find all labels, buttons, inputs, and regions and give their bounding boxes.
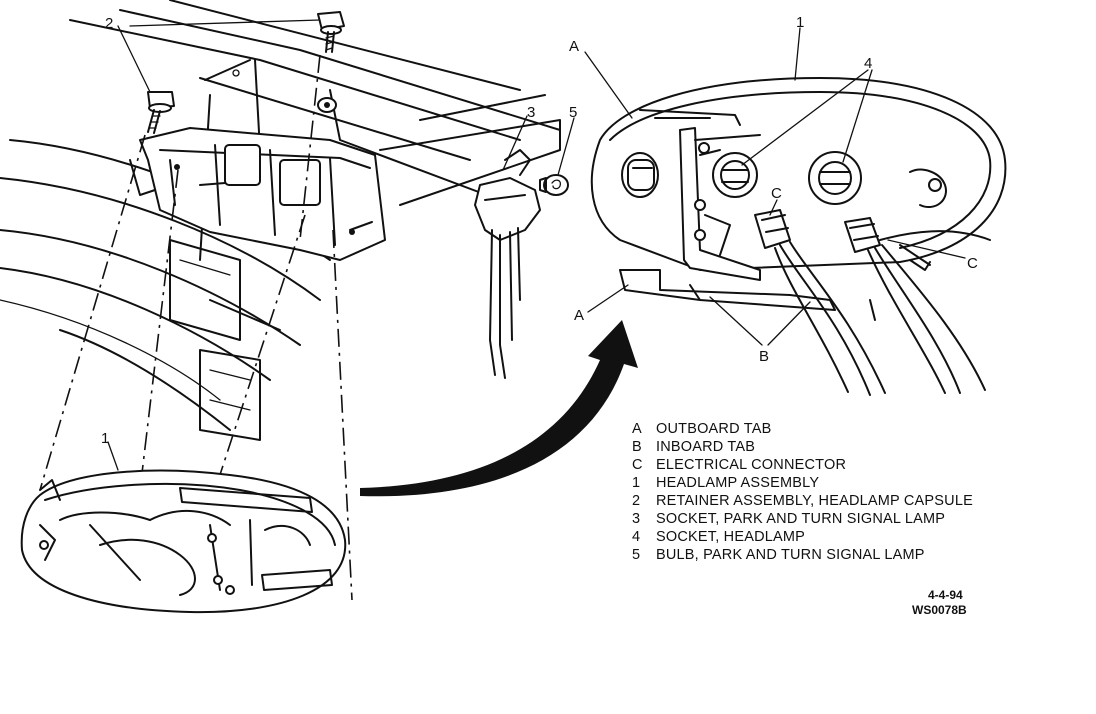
legend-key: B (632, 439, 642, 455)
legend-item: 5 BULB, PARK AND TURN SIGNAL LAMP (632, 546, 973, 564)
legend-text: INBOARD TAB (656, 439, 756, 455)
date-code: 4-4-94 (928, 588, 963, 602)
legend-item: A OUTBOARD TAB (632, 420, 973, 438)
callout-headlamp-assembly-left: 1 (101, 430, 109, 447)
callout-park-turn-bulb: 5 (569, 104, 577, 121)
callout-inboard-tab: B (759, 348, 769, 365)
retainer-screw (147, 91, 175, 134)
direction-arrow (360, 320, 638, 497)
headlamp-assembly-left (20, 469, 347, 614)
callout-headlamp-socket: 4 (864, 55, 872, 72)
legend-item: 2 RETAINER ASSEMBLY, HEADLAMP CAPSULE (632, 492, 973, 510)
callout-park-turn-socket: 3 (527, 104, 535, 121)
legend-item: C ELECTRICAL CONNECTOR (632, 456, 973, 474)
park-turn-bulb (539, 174, 569, 196)
legend-key: 4 (632, 529, 641, 545)
legend-key: 2 (632, 493, 641, 509)
legend-key: A (632, 421, 642, 437)
legend-key: 5 (632, 547, 641, 563)
callout-retainer-screws: 2 (105, 15, 113, 32)
legend-item: 1 HEADLAMP ASSEMBLY (632, 474, 973, 492)
legend-text: SOCKET, PARK AND TURN SIGNAL LAMP (656, 511, 946, 527)
legend-key: C (632, 457, 643, 473)
callout-connector-right: C (967, 255, 978, 272)
legend-text: ELECTRICAL CONNECTOR (656, 457, 847, 473)
legend-item: 4 SOCKET, HEADLAMP (632, 528, 973, 546)
legend: A OUTBOARD TAB B INBOARD TAB C ELECTRICAL C… (632, 420, 973, 564)
legend-text: SOCKET, HEADLAMP (656, 529, 806, 545)
legend-key: 3 (632, 511, 641, 527)
vehicle-front-structure (0, 0, 561, 441)
legend-text: HEADLAMP ASSEMBLY (656, 475, 820, 491)
callout-leaders (107, 19, 966, 471)
legend-key: 1 (632, 475, 641, 491)
retainer-screw (317, 11, 345, 53)
callout-connector-center: C (771, 185, 782, 202)
figure-id: WS0078B (912, 603, 967, 617)
legend-text: BULB, PARK AND TURN SIGNAL LAMP (656, 547, 925, 563)
legend-text: RETAINER ASSEMBLY, HEADLAMP CAPSULE (656, 493, 973, 509)
headlamp-assembly-right (590, 77, 1007, 396)
legend-item: 3 SOCKET, PARK AND TURN SIGNAL LAMP (632, 510, 973, 528)
callout-headlamp-assembly-right: 1 (796, 14, 804, 31)
park-turn-socket (474, 149, 541, 379)
legend-text: OUTBOARD TAB (656, 421, 772, 437)
callout-outboard-tab-upper: A (569, 38, 579, 55)
callout-outboard-tab-lower: A (574, 307, 584, 324)
retainer-bracket (129, 127, 386, 261)
legend-item: B INBOARD TAB (632, 438, 973, 456)
